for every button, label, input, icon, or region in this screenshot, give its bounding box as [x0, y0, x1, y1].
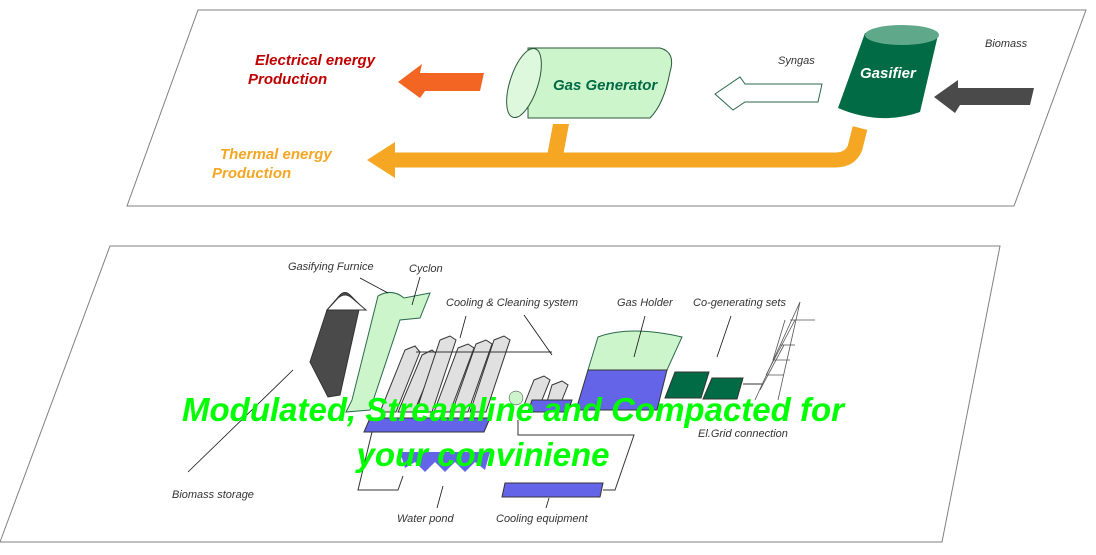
thermal-arrowhead	[367, 142, 395, 178]
water-basin	[363, 417, 491, 433]
silo-top	[325, 294, 368, 311]
cooling-equipment	[501, 482, 604, 498]
gas-generator-body	[527, 47, 673, 119]
cyclon-label: Cyclon	[409, 263, 443, 275]
grid-connection-label: El.Grid connection	[698, 428, 788, 440]
co-gen-set-1	[664, 371, 710, 399]
thermal-label-line1: Thermal energy	[220, 146, 332, 163]
water-pond	[400, 452, 490, 472]
bottom-panel-frame	[0, 245, 1001, 543]
gas-holder-top	[587, 330, 683, 371]
biomass-storage-label: Biomass storage	[172, 489, 254, 501]
thermal-pipe	[390, 126, 868, 168]
syngas-label: Syngas	[778, 55, 815, 67]
gasifier-label: Gasifier	[860, 65, 917, 82]
electrical-label-line1: Electrical energy	[255, 52, 376, 69]
cooling-equipment-label: Cooling equipment	[496, 513, 589, 525]
gas-generator-label: Gas Generator	[553, 77, 658, 94]
gasifying-furnace-label: Gasifying Furnice	[288, 261, 374, 273]
thermal-branch	[547, 124, 569, 156]
gasifier-top	[865, 25, 939, 45]
cooling-loop-pipe	[517, 420, 635, 491]
electrical-label-line2: Production	[248, 71, 327, 88]
annotation-arrows	[187, 276, 732, 509]
small-basin	[527, 399, 573, 413]
filter-ball	[508, 390, 524, 406]
syngas-arrow	[714, 76, 823, 111]
biomass-storage-silo	[309, 292, 361, 398]
pond-pipe	[357, 431, 404, 491]
gas-generator-end	[506, 47, 542, 119]
cooling-tubes	[379, 335, 569, 413]
gas-holder-water	[575, 369, 668, 411]
electrical-arrow	[398, 64, 484, 98]
co-generating-label: Co-generating sets	[693, 297, 786, 309]
gasifier-body	[838, 33, 938, 119]
co-gen-set-2	[702, 377, 744, 400]
water-pond-label: Water pond	[397, 513, 455, 525]
thermal-label-line2: Production	[212, 165, 291, 182]
biomass-arrow	[934, 80, 1034, 113]
transmission-tower-icon	[754, 301, 815, 401]
gasifying-furnace	[345, 292, 431, 413]
biomass-label: Biomass	[985, 38, 1028, 50]
cooling-cleaning-label: Cooling & Cleaning system	[446, 297, 578, 309]
gas-holder-label: Gas Holder	[617, 297, 674, 309]
